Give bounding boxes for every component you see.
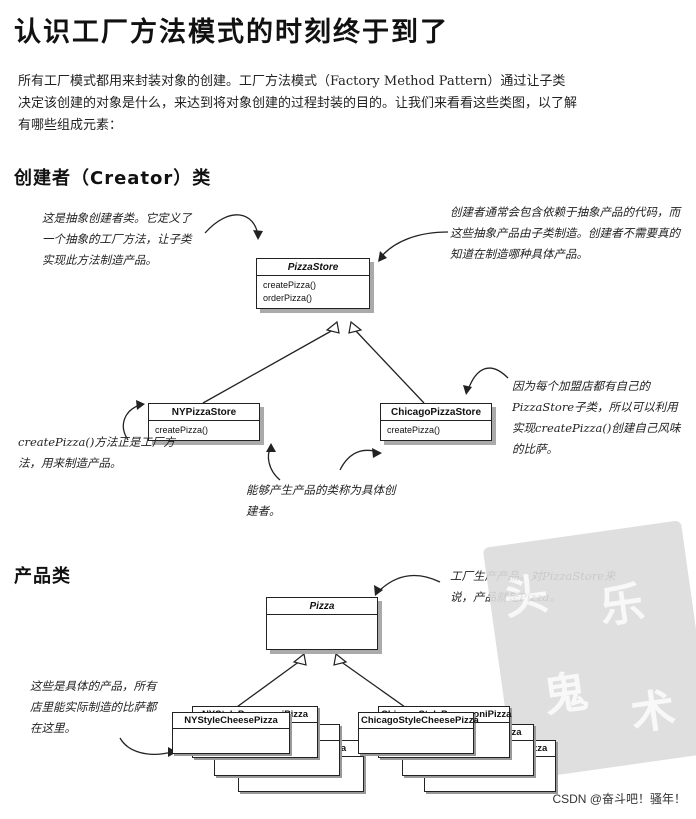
note-abstract-creator: 这是抽象创建者类。它定义了一个抽象的工厂方法，让子类实现此方法制造产品。 — [42, 211, 192, 267]
product-section-heading: 产品类 — [14, 566, 71, 587]
class-name: Pizza — [267, 598, 377, 615]
callout-arrow-creator-code — [379, 231, 449, 259]
class-name: NYPizzaStore — [149, 404, 259, 421]
uml-class-pizza: Pizza — [266, 597, 378, 650]
class-body — [267, 615, 377, 649]
method-list: createPizza() — [149, 421, 259, 440]
note-creator-code: 创建者通常会包含依赖于抽象产品的代码，而这些抽象产品由子类制造。创建者不需要真的… — [450, 205, 680, 261]
note-concrete-products: 这些是具体的产品，所有店里能实际制造的比萨都在这里。 — [30, 679, 157, 735]
method-item: orderPizza() — [263, 293, 313, 303]
product-inherit-triangle-right — [333, 652, 348, 666]
product-ny-cheese: NYStyleCheesePizza — [172, 712, 290, 754]
uml-class-nypizzastore: NYPizzaStore createPizza() — [148, 403, 260, 441]
note-concrete-creator: 能够产生产品的类称为具体创建者。 — [246, 483, 396, 518]
page-title: 认识工厂方法模式的时刻终于到了 — [14, 17, 449, 48]
ny-product-inherit-line — [229, 660, 301, 713]
arrowhead-creator-code — [378, 251, 387, 262]
callout-arrow-subclasses — [467, 367, 509, 391]
arrowhead-factory-method — [136, 400, 145, 410]
ny-inherit-line — [202, 329, 334, 404]
inherit-triangle-left — [325, 320, 340, 334]
arrowhead-concrete-creator — [266, 443, 276, 452]
stamp-char: 术 — [627, 684, 679, 741]
stamp-char: 乐 — [596, 577, 648, 635]
note-subclasses: 因为每个加盟店都有自己的PizzaStore子类，所以可以利用实现createP… — [512, 379, 681, 456]
method-item: createPizza() — [155, 425, 209, 435]
uml-class-chicagopizzastore: ChicagoPizzaStore createPizza() — [380, 403, 492, 441]
class-name: ChicagoPizzaStore — [381, 404, 491, 421]
arrowhead-concrete-creator-2 — [372, 448, 382, 458]
class-name: PizzaStore — [257, 259, 369, 276]
note-factory-method: createPizza()方法正是工厂方法，用来制造产品。 — [18, 435, 175, 470]
stamp-char: 头 — [500, 568, 552, 626]
arrowhead-abstract — [253, 230, 263, 240]
product-chicago-cheese: ChicagoStyleCheesePizza — [358, 712, 479, 754]
inherit-triangle-right — [348, 320, 363, 334]
callout-arrow-concrete-products — [119, 737, 173, 755]
callout-arrow-products — [377, 574, 441, 593]
uml-class-pizzastore: PizzaStore createPizza() orderPizza() — [256, 258, 370, 309]
callout-arrow-concrete-creator-2 — [339, 449, 379, 471]
callout-arrow-factory-method — [122, 404, 141, 441]
method-list: createPizza() orderPizza() — [257, 276, 369, 308]
arrowhead-products — [374, 585, 383, 596]
intro-paragraph: 所有工厂模式都用来封装对象的创建。工厂方法模式（Factory Method P… — [18, 74, 578, 133]
class-name: ChicagoStyleCheesePizza — [359, 713, 479, 729]
chicago-product-inherit-line — [339, 660, 413, 713]
watermark: CSDN @奋斗吧！骚年！ — [552, 792, 686, 806]
arrowhead-subclasses — [463, 385, 472, 395]
creator-section-heading: 创建者（Creator）类 — [14, 168, 212, 189]
method-item: createPizza() — [387, 425, 441, 435]
method-item: createPizza() — [263, 280, 317, 290]
product-inherit-triangle-left — [292, 652, 307, 666]
chicago-inherit-line — [354, 329, 425, 404]
callout-arrow-abstract — [204, 214, 259, 237]
stamp-char: 鬼 — [540, 666, 592, 723]
class-name: NYStyleCheesePizza — [173, 713, 289, 729]
method-list: createPizza() — [381, 421, 491, 440]
